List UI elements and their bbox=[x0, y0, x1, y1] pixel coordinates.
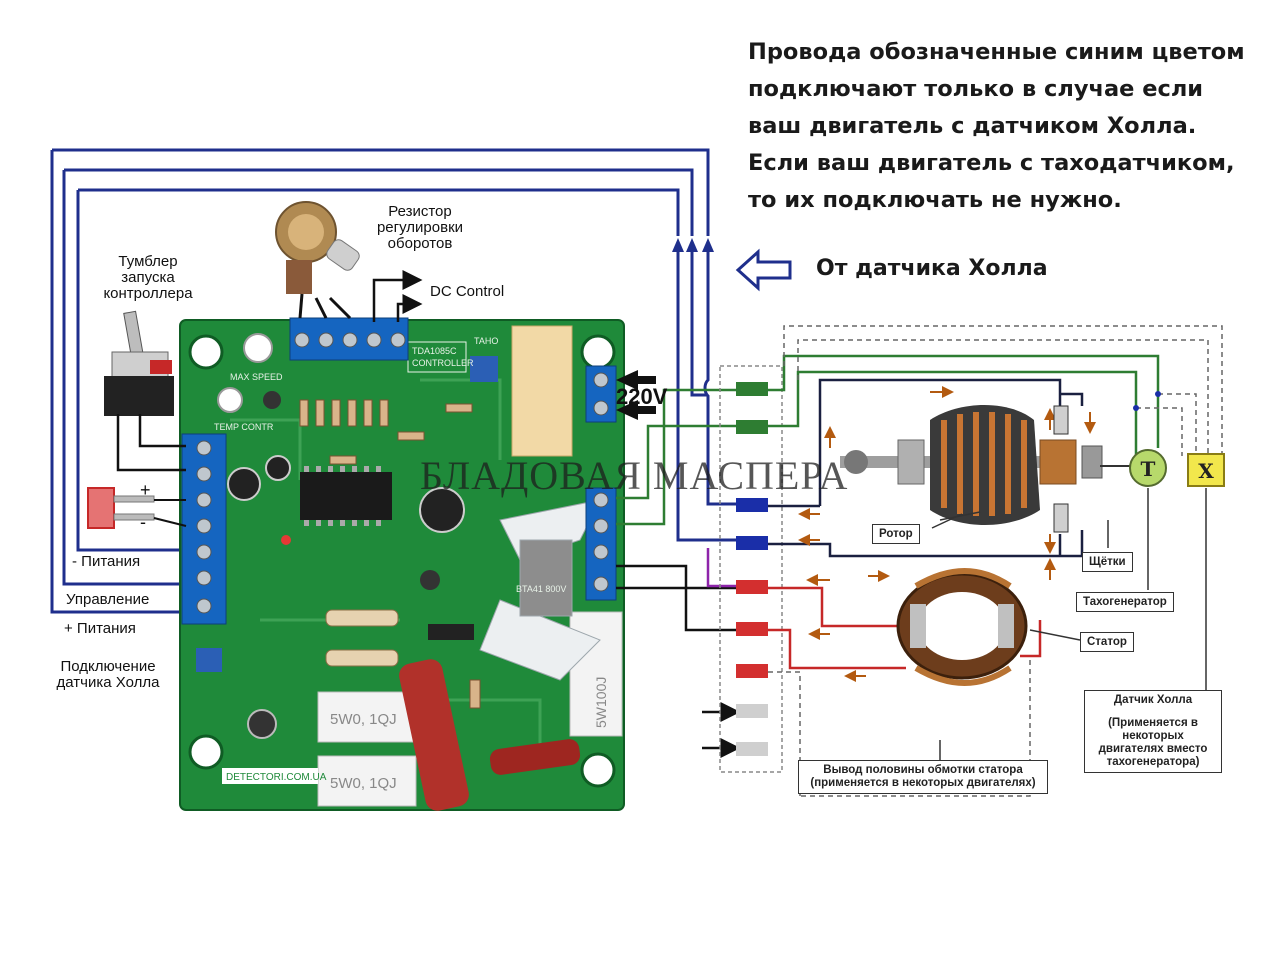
toggle-switch bbox=[104, 310, 174, 416]
dc-control-label: DC Control bbox=[430, 283, 505, 300]
svg-text:5W0, 1QJ: 5W0, 1QJ bbox=[330, 711, 397, 728]
site-label: DETECTORI.COM.UA bbox=[226, 772, 327, 783]
hall-wiring-note: Провода обозначенные синим цветом подклю… bbox=[748, 34, 1268, 219]
chip-label: TDA1085C bbox=[412, 346, 457, 356]
terminal-block-left bbox=[181, 433, 227, 625]
tachogenerator-label: Тахогенератор bbox=[1076, 592, 1174, 612]
hall-arrow-heads bbox=[672, 238, 714, 252]
svg-text:BTA41 800V: BTA41 800V bbox=[516, 584, 566, 594]
svg-text:5W0, 1QJ: 5W0, 1QJ bbox=[330, 775, 397, 792]
note-line-3: ваш двигатель с датчиком Холла. bbox=[748, 113, 1197, 139]
half-winding-label: Вывод половины обмотки статора (применяе… bbox=[798, 760, 1048, 794]
note-line-2: подключают только в случае если bbox=[748, 76, 1204, 102]
hall-sensor-source-label: От датчика Холла bbox=[816, 256, 1048, 281]
dc-control-leads bbox=[372, 270, 423, 322]
mains-arrows bbox=[616, 370, 656, 420]
rotor bbox=[840, 405, 1130, 533]
current-arrows bbox=[798, 386, 1096, 682]
minus-sign: - bbox=[140, 512, 146, 532]
control-label: Управление bbox=[66, 591, 150, 608]
plus-power-label: + Питания bbox=[64, 620, 136, 637]
hall-hollow-arrow bbox=[735, 248, 792, 292]
toggle-label: Тумблер запуска контроллера bbox=[103, 253, 193, 302]
pcb-board: TDA1085C CONTROLLER TAHO MAX SPEED TEMP … bbox=[179, 319, 625, 811]
brushes-label: Щётки bbox=[1082, 552, 1133, 572]
tachogenerator-symbol: T bbox=[1129, 449, 1167, 487]
stator-label: Статор bbox=[1080, 632, 1134, 652]
note-line-4: Если ваш двигатель с таходатчиком, bbox=[748, 150, 1235, 176]
rotor-label: Ротор bbox=[872, 524, 920, 544]
terminal-block-top bbox=[289, 317, 409, 361]
svg-text:MAX SPEED: MAX SPEED bbox=[230, 372, 283, 382]
motor-dashed-wires bbox=[768, 325, 1223, 797]
hall-blue-wires bbox=[50, 148, 738, 614]
output-wires bbox=[616, 388, 741, 758]
label-pointers bbox=[931, 488, 1207, 760]
power-plug bbox=[87, 487, 155, 529]
watermark: БЛАДОВАЯ МАСПЕРА bbox=[420, 453, 849, 498]
svg-text:5W100J: 5W100J bbox=[593, 677, 609, 728]
toggle-wires bbox=[116, 414, 186, 472]
minus-power-label: - Питания bbox=[72, 553, 141, 570]
resistor-label: Резистор регулировки оборотов bbox=[376, 203, 464, 252]
hall-sensor-symbol: X bbox=[1187, 453, 1225, 487]
svg-text:TAHO: TAHO bbox=[474, 336, 498, 346]
svg-text:TEMP CONTR: TEMP CONTR bbox=[214, 422, 274, 432]
stator bbox=[896, 568, 1028, 686]
power-wires bbox=[153, 499, 187, 527]
t-symbol: T bbox=[1141, 457, 1156, 481]
potentiometer bbox=[275, 201, 360, 320]
terminal-block-motor bbox=[585, 487, 617, 601]
hall-sensor-label: Датчик Холла (Применяется в некоторых дв… bbox=[1084, 690, 1222, 773]
note-line-1: Провода обозначенные синим цветом bbox=[748, 39, 1245, 65]
mains-voltage-label: 220V bbox=[616, 384, 668, 409]
connector-panel bbox=[719, 365, 783, 773]
note-line-5: то их подключать не нужно. bbox=[748, 187, 1122, 213]
svg-text:CONTROLLER: CONTROLLER bbox=[412, 358, 474, 368]
plus-sign: + bbox=[140, 480, 151, 500]
hall-connect-label: Подключение датчика Холла bbox=[56, 658, 160, 691]
x-symbol: X bbox=[1198, 459, 1214, 483]
terminal-block-power bbox=[585, 365, 617, 423]
